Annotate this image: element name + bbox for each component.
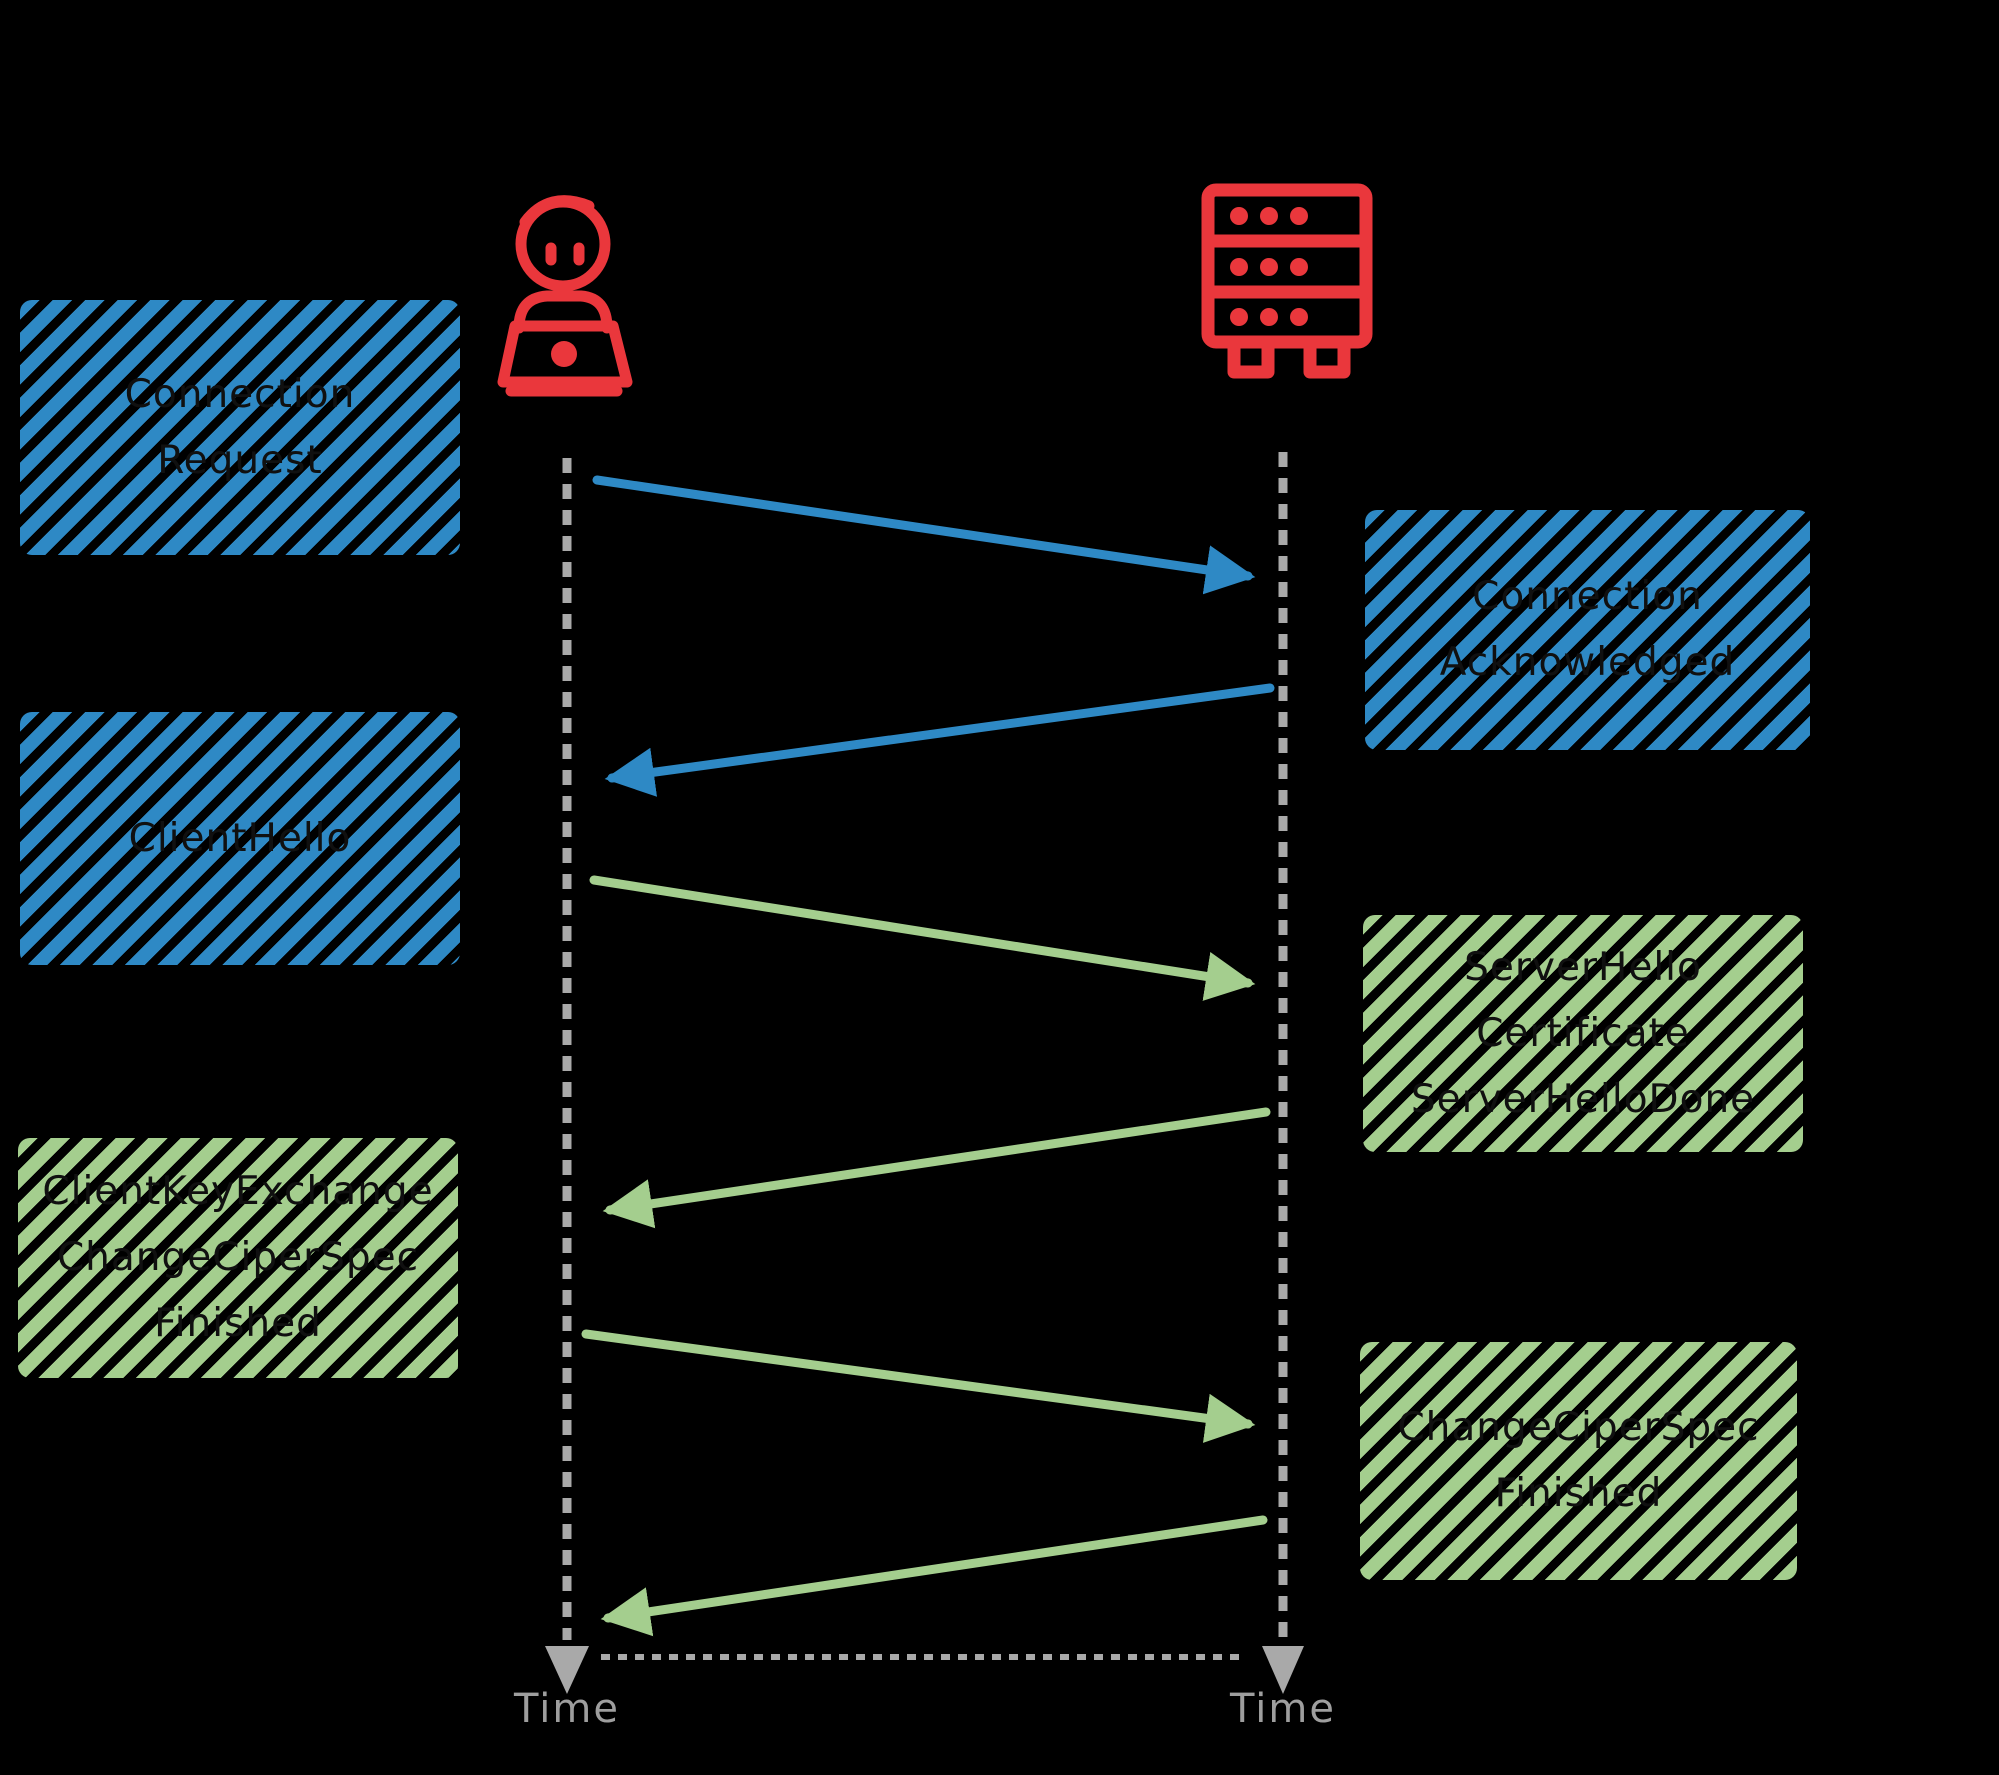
message-line: Finished (1494, 1471, 1663, 1516)
client-time-axis-label: Time (514, 1686, 620, 1732)
arrow-client-key-exchange (581, 1329, 1256, 1443)
message-box-connection-request: Connection Request (20, 300, 460, 555)
arrow-connection-request (592, 475, 1256, 595)
server-rack-icon (1201, 183, 1373, 379)
message-line: ClientHello (128, 815, 352, 861)
person-at-laptop-icon (497, 195, 633, 397)
arrow-server-hello (602, 1107, 1271, 1229)
message-line: Connection (1472, 574, 1703, 619)
client-timeline-arrowhead-icon (545, 1646, 589, 1694)
message-line: Finished (154, 1301, 322, 1346)
message-line: Certificate (1476, 1010, 1690, 1056)
message-line: ClientKeyExchange (42, 1169, 434, 1214)
message-line: ChangeCiperSpec (1397, 1405, 1760, 1450)
message-line: ServerHello (1464, 944, 1702, 990)
message-box-server-hello: ServerHello Certificate ServerHelloDone (1363, 915, 1803, 1152)
arrow-change-cipher-spec (600, 1515, 1268, 1637)
message-box-client-key-exchange: ClientKeyExchange ChangeCiperSpec Finish… (18, 1138, 458, 1378)
server-time-axis-label: Time (1230, 1686, 1336, 1732)
message-line: Request (157, 437, 323, 483)
server-timeline-arrowhead-icon (1262, 1646, 1304, 1694)
arrow-client-hello (589, 875, 1256, 1001)
message-line: ChangeCiperSpec (56, 1235, 420, 1280)
message-box-client-hello: ClientHello (20, 712, 460, 965)
arrow-connection-acknowledged (604, 683, 1275, 797)
message-box-connection-acknowledged: Connection Acknowledged (1365, 510, 1810, 750)
message-line: Connection (124, 371, 356, 417)
message-box-change-cipher-spec: ChangeCiperSpec Finished (1360, 1342, 1797, 1580)
message-line: ServerHelloDone (1410, 1076, 1756, 1122)
message-line: Acknowledged (1439, 640, 1736, 685)
